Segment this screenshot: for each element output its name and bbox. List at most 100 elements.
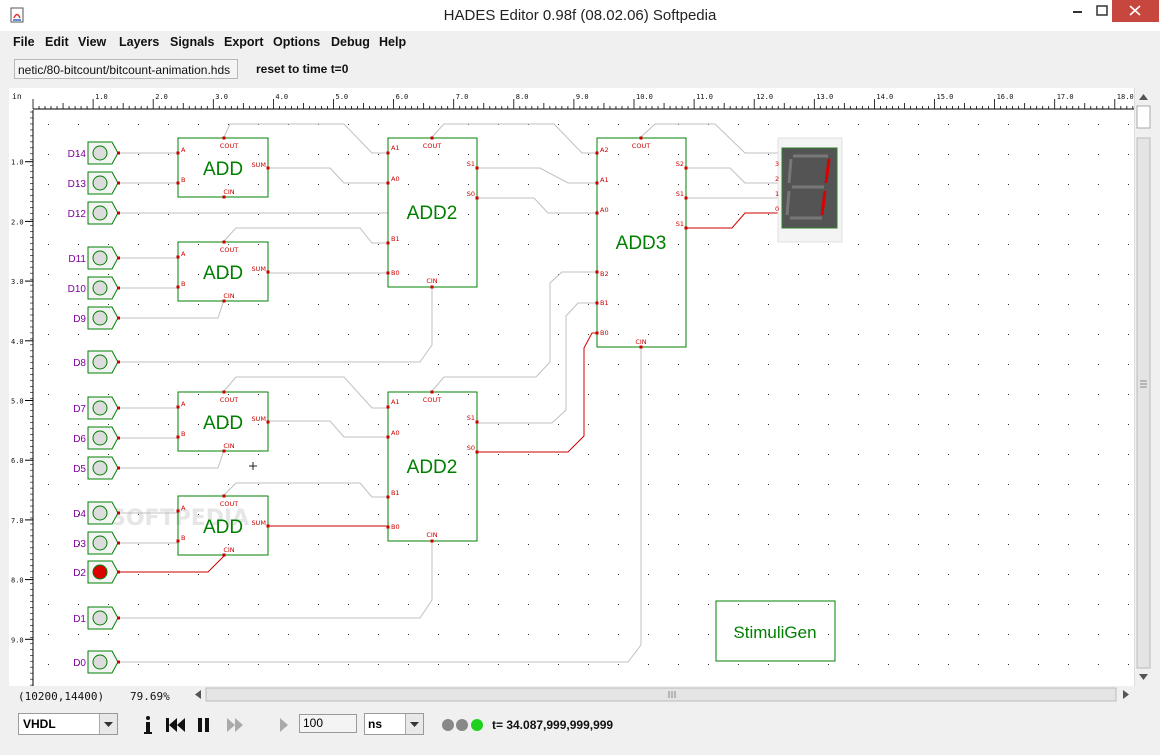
pin-label: A1	[600, 176, 609, 184]
ruler-tick-label: 16.0	[997, 93, 1014, 101]
language-select[interactable]: VHDL	[18, 713, 118, 735]
menu-options[interactable]: Options	[273, 35, 321, 49]
rewind-icon[interactable]	[165, 716, 187, 734]
input-switch-d3[interactable]: D3	[73, 531, 120, 555]
input-label: D11	[68, 254, 86, 265]
input-label: D10	[68, 284, 87, 295]
menu-view[interactable]: View	[78, 35, 107, 49]
status-light-off-icon	[442, 719, 454, 731]
menu-file[interactable]: File	[13, 35, 35, 49]
step-value-field[interactable]: 100	[299, 714, 357, 733]
display-pin-1: 1	[775, 190, 779, 198]
pause-icon[interactable]	[196, 716, 212, 734]
pin-label: A1	[391, 144, 400, 152]
chevron-down-icon[interactable]	[405, 714, 423, 734]
input-label: D7	[73, 404, 86, 415]
add-blocks	[177, 137, 836, 662]
pin-label: B	[181, 534, 185, 542]
input-switch-d2[interactable]: D2	[73, 560, 120, 584]
horizontal-scrollbar[interactable]	[190, 686, 1134, 703]
file-path-field[interactable]: netic/80-bitcount/bitcount-animation.hds	[14, 59, 238, 79]
ruler-tick-label: 1.0	[95, 93, 108, 101]
ruler-tick-label: 18.0	[1117, 93, 1134, 101]
stimuligen-block[interactable]	[715, 600, 836, 662]
status-light-running-icon	[471, 719, 483, 731]
add2-label-2: ADD2	[407, 457, 458, 478]
seven-segment-display[interactable]	[777, 137, 843, 243]
input-switch-d4[interactable]: D4	[73, 501, 120, 525]
pin-label: S1	[676, 190, 684, 198]
info-icon[interactable]	[138, 714, 158, 736]
pin-label: COUT	[632, 142, 650, 150]
input-switch-d0[interactable]: D0	[73, 650, 120, 674]
input-switch-d11[interactable]: D11	[68, 246, 120, 270]
pin-label: A2	[600, 146, 609, 154]
pin-label: COUT	[423, 142, 441, 150]
cursor-coordinates: (10200,14400)	[18, 690, 105, 703]
input-switch-d1[interactable]: D1	[73, 606, 120, 630]
scroll-up-icon	[1139, 94, 1148, 100]
time-unit-value: ns	[368, 717, 383, 731]
ruler-tick-label: 13.0	[816, 93, 833, 101]
vertical-ruler: 1.02.03.04.05.06.07.08.09.0	[11, 110, 34, 686]
menu-edit[interactable]: Edit	[45, 35, 69, 49]
input-label: D13	[68, 179, 87, 190]
status-light-off-icon	[456, 719, 468, 731]
simulation-time: t= 34.087,999,999,999	[492, 718, 614, 732]
menu-help[interactable]: Help	[379, 35, 407, 49]
add2-label-1: ADD2	[407, 203, 458, 224]
scroll-right-icon	[1123, 690, 1129, 699]
pin-label: CIN	[223, 292, 234, 300]
pin-label: CIN	[223, 442, 234, 450]
display-pin-2: 2	[775, 175, 779, 183]
reset-time-button[interactable]: reset to time t=0	[256, 62, 349, 76]
pin-label: A0	[391, 175, 400, 183]
input-switch-d6[interactable]: D6	[73, 426, 120, 450]
scroll-down-icon	[1139, 674, 1148, 680]
pin-label: SUM	[252, 415, 267, 423]
pin-label: B1	[600, 299, 609, 307]
close-button[interactable]	[1112, 0, 1159, 22]
ruler-unit: in	[12, 92, 22, 101]
fast-forward-icon[interactable]	[226, 716, 246, 734]
pin-label: SUM	[252, 519, 267, 527]
pin-label: CIN	[635, 338, 646, 346]
pin-label: S0	[467, 444, 475, 452]
input-switch-d13[interactable]: D13	[68, 171, 120, 195]
input-switch-d8[interactable]: D8	[73, 350, 120, 374]
chevron-down-icon[interactable]	[99, 714, 117, 734]
input-label: D5	[73, 464, 86, 475]
pin-label: COUT	[423, 396, 441, 404]
add-label-2: ADD	[203, 263, 243, 284]
zoom-level: 79.69%	[130, 690, 170, 703]
pin-label: B0	[600, 329, 609, 337]
menu-bar: File Edit View Layers Signals Export Opt…	[0, 31, 1160, 53]
input-label: D0	[73, 658, 86, 669]
component-labels: ADD ADD ADD ADD ADD2 ADD2 ADD3 StimuliGe…	[203, 159, 817, 642]
ruler-tick-label: 4.0	[275, 93, 288, 101]
menu-layers[interactable]: Layers	[119, 35, 160, 49]
ruler-tick-label: 6.0	[396, 93, 409, 101]
ruler-tick-label: 5.0	[336, 93, 349, 101]
menu-signals[interactable]: Signals	[170, 35, 215, 49]
pin-label: SUM	[252, 265, 267, 273]
minimize-button[interactable]	[1063, 0, 1093, 22]
input-switch-d12[interactable]: D12	[68, 201, 120, 225]
input-switch-d14[interactable]: D14	[68, 141, 120, 165]
input-switch-d10[interactable]: D10	[68, 276, 120, 300]
vertical-scrollbar[interactable]	[1134, 88, 1152, 686]
menu-export[interactable]: Export	[224, 35, 264, 49]
ruler-tick-label: 3.0	[215, 93, 228, 101]
time-unit-select[interactable]: ns	[364, 713, 424, 735]
watermark: SOFTPEDIA	[110, 506, 249, 531]
maximize-button[interactable]	[1093, 0, 1120, 22]
step-icon[interactable]	[278, 716, 290, 734]
input-switch-d5[interactable]: D5	[73, 456, 120, 480]
pin-label: S1	[676, 220, 684, 228]
menu-debug[interactable]: Debug	[331, 35, 370, 49]
schematic-svg[interactable]: 1.02.03.04.05.06.07.08.09.0 SOFTPEDIA D	[9, 110, 1134, 686]
input-switch-d7[interactable]: D7	[73, 396, 120, 420]
input-switch-d9[interactable]: D9	[73, 306, 120, 330]
input-label: D12	[68, 209, 87, 220]
